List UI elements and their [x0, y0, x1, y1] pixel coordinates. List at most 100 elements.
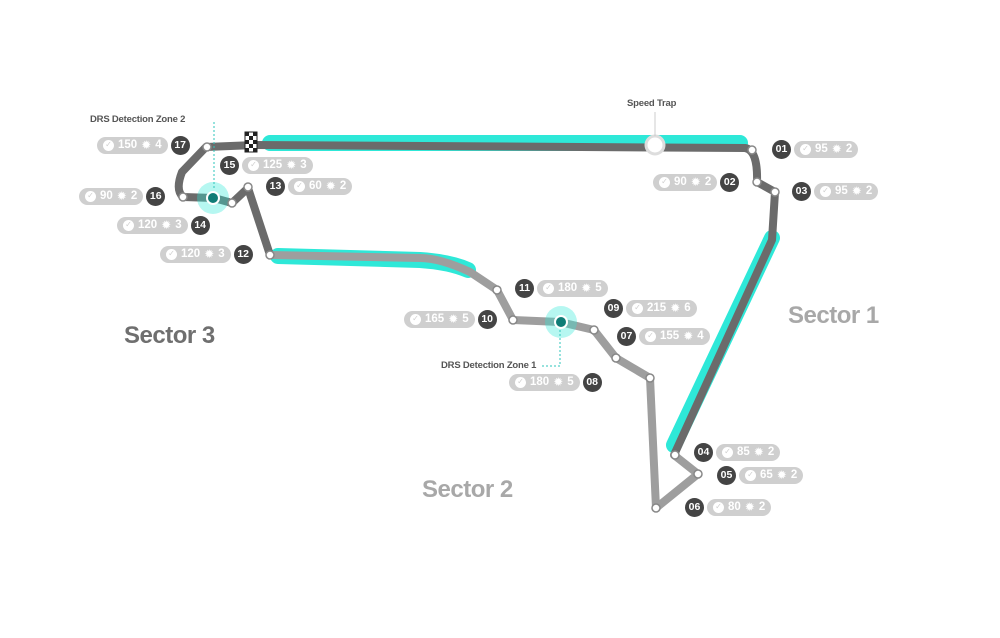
gear-icon: ✹ — [753, 445, 764, 459]
speedometer-icon: ✓ — [645, 330, 656, 342]
speedometer-icon: ✓ — [166, 248, 177, 260]
corner-info: ✓180✹5 — [509, 373, 580, 391]
corner-number: 06 — [685, 497, 704, 517]
corner-chip-01[interactable]: 01 ✓95✹2 — [772, 139, 859, 159]
speedometer-icon: ✓ — [515, 376, 526, 388]
corner-speed: 165 — [425, 313, 445, 325]
corner-speed: 90 — [674, 176, 687, 188]
speedometer-icon: ✓ — [722, 446, 733, 458]
corner-node-5 — [693, 469, 703, 479]
corner-chip-03[interactable]: 03 ✓95✹2 — [792, 181, 879, 201]
corner-number: 13 — [266, 176, 285, 196]
corner-gear: 5 — [595, 282, 602, 294]
corner-number: 17 — [170, 135, 190, 155]
speedometer-icon: ✓ — [632, 302, 643, 314]
corner-chip-06[interactable]: 06 ✓80✹2 — [685, 497, 772, 517]
sector-3-label: Sector 3 — [124, 322, 215, 349]
corner-gear: 4 — [155, 139, 162, 151]
corner-gear: 5 — [567, 376, 574, 388]
corner-node-16 — [178, 192, 188, 202]
corner-node-10 — [508, 315, 518, 325]
corner-info: ✓60✹2 — [288, 177, 353, 195]
corner-node-9 — [589, 325, 599, 335]
speedometer-icon: ✓ — [659, 176, 670, 188]
corner-chip-10[interactable]: ✓165✹5 10 — [404, 309, 497, 329]
corner-chip-17[interactable]: ✓150✹4 17 — [97, 135, 190, 155]
speedometer-icon: ✓ — [820, 185, 831, 197]
corner-speed: 85 — [737, 446, 750, 458]
corner-chip-11[interactable]: 11 ✓180✹5 — [515, 278, 608, 298]
speedometer-icon: ✓ — [745, 469, 756, 481]
corner-node-6 — [651, 503, 661, 513]
corner-chip-14[interactable]: ✓120✹3 14 — [117, 215, 210, 235]
corner-info: ✓155✹4 — [639, 327, 710, 345]
corner-gear: 3 — [175, 219, 182, 231]
speedometer-icon: ✓ — [85, 190, 96, 202]
gear-icon: ✹ — [116, 189, 127, 203]
corner-gear: 2 — [339, 180, 347, 192]
gear-icon: ✹ — [831, 142, 842, 156]
corner-chip-16[interactable]: ✓90✹2 16 — [79, 186, 166, 206]
corner-gear: 2 — [865, 185, 873, 197]
corner-speed: 150 — [118, 139, 138, 151]
corner-speed: 180 — [530, 376, 550, 388]
corner-gear: 4 — [697, 330, 704, 342]
gear-icon: ✹ — [670, 301, 681, 315]
corner-speed: 120 — [181, 248, 201, 260]
corner-chip-05[interactable]: 05 ✓65✹2 — [717, 465, 804, 485]
corner-gear: 2 — [767, 446, 775, 458]
corner-info: ✓ 85✹2 — [716, 443, 781, 461]
sector-2-label: Sector 2 — [422, 476, 513, 503]
corner-number: 05 — [717, 465, 736, 485]
gear-icon: ✹ — [141, 138, 152, 152]
speedometer-icon: ✓ — [543, 282, 554, 294]
corner-speed: 120 — [138, 219, 158, 231]
speed-trap-marker — [644, 134, 666, 156]
corner-chip-12[interactable]: ✓120✹3 12 — [160, 244, 253, 264]
speedometer-icon: ✓ — [410, 313, 421, 325]
corner-number: 16 — [146, 186, 166, 206]
corner-node-13 — [243, 182, 253, 192]
gear-icon: ✹ — [851, 184, 862, 198]
corner-number: 03 — [792, 181, 811, 201]
gear-icon: ✹ — [161, 218, 172, 232]
corner-chip-13[interactable]: 13 ✓60✹2 — [266, 176, 353, 196]
corner-gear: 3 — [218, 248, 225, 260]
corner-node-7 — [645, 373, 655, 383]
speedometer-icon: ✓ — [713, 501, 724, 513]
corner-speed: 90 — [100, 190, 113, 202]
corner-node-11 — [492, 285, 502, 295]
corner-speed: 80 — [728, 501, 741, 513]
corner-chip-02[interactable]: ✓90✹2 02 — [653, 172, 740, 192]
corner-node-14 — [227, 198, 237, 208]
gear-icon: ✹ — [690, 175, 701, 189]
corner-info: ✓95✹2 — [814, 182, 879, 200]
drs-detection-1-marker — [554, 315, 568, 329]
corner-gear: 2 — [704, 176, 712, 188]
corner-gear: 6 — [684, 302, 691, 314]
corner-info: ✓90✹2 — [79, 187, 144, 205]
speedometer-icon: ✓ — [294, 180, 305, 192]
track-sector-2 — [266, 251, 702, 512]
drs-zone-2-label: DRS Detection Zone 2 — [90, 114, 186, 125]
corner-info: ✓ 90✹2 — [653, 173, 718, 191]
corner-chip-07[interactable]: 07 ✓155✹4 — [617, 326, 710, 346]
track-sector-1 — [251, 141, 779, 459]
gear-icon: ✹ — [776, 468, 787, 482]
corner-chip-09[interactable]: 09 ✓ 215✹6 — [604, 298, 697, 318]
gear-icon: ✹ — [683, 329, 694, 343]
corner-info: ✓95✹2 — [794, 140, 859, 158]
drs-1-leader — [540, 330, 561, 367]
corner-speed: 215 — [647, 302, 667, 314]
corner-chip-04[interactable]: 04 ✓85✹2 — [694, 442, 781, 462]
sector-1-label: Sector 1 — [788, 302, 879, 329]
corner-number: 08 — [582, 372, 602, 392]
corner-gear: 2 — [758, 501, 766, 513]
corner-chip-15[interactable]: 15 ✓125✹3 — [220, 155, 313, 175]
corner-chip-08[interactable]: ✓180✹5 08 — [509, 372, 602, 392]
corner-number: 09 — [604, 298, 623, 318]
corner-node-1 — [747, 145, 757, 155]
corner-speed: 180 — [558, 282, 578, 294]
track-sector-3 — [174, 141, 274, 259]
